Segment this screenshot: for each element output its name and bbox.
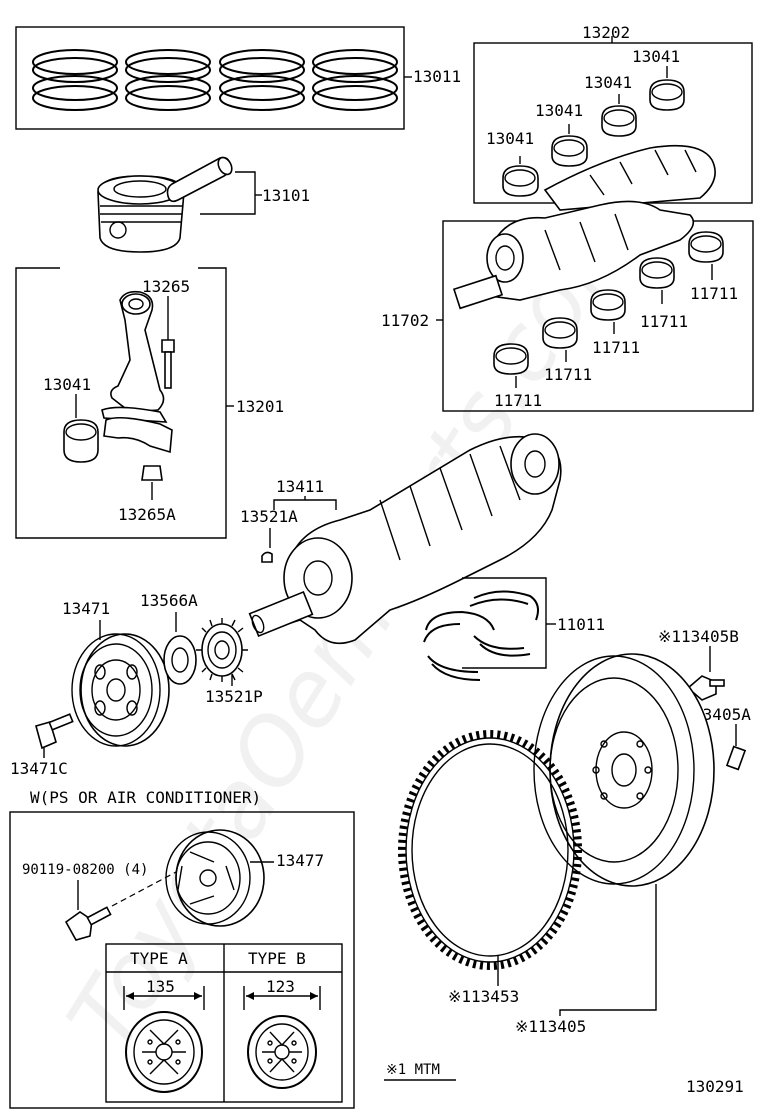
main-bearing-1: 11711: [493, 343, 542, 410]
label-11011: 11011: [557, 615, 605, 634]
label-13041-e: 13041: [43, 375, 91, 394]
diagram-id: 130291: [686, 1077, 744, 1096]
type-a-pulley: [125, 1011, 203, 1093]
piston-rings[interactable]: 13011: [15, 26, 461, 130]
label-13011: 13011: [413, 67, 461, 86]
flywheel-bolt[interactable]: ※113405B: [658, 627, 739, 701]
label-13041-d: 13041: [632, 47, 680, 66]
conrod-bearing-4: 13041: [632, 47, 685, 111]
label-11711-a: 11711: [494, 391, 542, 410]
label-13471: 13471: [62, 599, 110, 618]
ring-set-3: [219, 49, 305, 111]
type-a-dimension-value: 135: [146, 977, 175, 996]
label-113405B: ※113405B: [658, 627, 739, 646]
label-11702: 11702: [381, 311, 429, 330]
label-13202: 13202: [582, 23, 630, 42]
piston-pin[interactable]: 13101: [166, 155, 311, 215]
footnote: ※1 MTM: [386, 1062, 440, 1078]
main-bearing-4: 11711: [639, 257, 688, 331]
label-13201: 13201: [236, 397, 284, 416]
label-13477: 13477: [276, 851, 324, 870]
footer: ※1 MTM 130291: [384, 1062, 744, 1096]
alt-bolt[interactable]: 90119-08200 (4): [22, 862, 177, 941]
type-b-label: TYPE B: [248, 949, 306, 968]
ring-set-1: [32, 49, 118, 111]
label-13041-c: 13041: [584, 73, 632, 92]
label-11711-e: 11711: [690, 284, 738, 303]
conrod-bearing-2: 13041: [535, 101, 588, 167]
timing-gear[interactable]: 13521P: [196, 618, 263, 706]
type-a-dimension: 135: [123, 977, 205, 1010]
conrod-assy[interactable]: 13201 13265 13041 13265A: [15, 267, 284, 539]
inset-panel: W(PS OR AIR CONDITIONER) 13477 90119-082…: [9, 788, 355, 1109]
piston[interactable]: [97, 175, 185, 253]
main-bearing-2: 11711: [542, 317, 592, 384]
label-13521P: 13521P: [205, 687, 263, 706]
crank-bearing-set[interactable]: 11702 11711 11711 11711 117: [381, 200, 754, 412]
type-a-label: TYPE A: [130, 949, 188, 968]
type-b-dimension-value: 123: [266, 977, 295, 996]
pulley-bolt[interactable]: 13471C: [10, 713, 74, 778]
type-b-pulley: [247, 1015, 317, 1089]
crank-pulley[interactable]: 13471: [62, 599, 170, 747]
ring-set-2: [125, 49, 211, 111]
label-13041-a: 13041: [486, 129, 534, 148]
label-13411: 13411: [276, 477, 324, 496]
label-90119: 90119-08200 (4): [22, 862, 148, 878]
oil-deflector[interactable]: 13566A: [140, 591, 198, 685]
crankshaft[interactable]: 13411 13521A: [240, 433, 562, 645]
label-13471C: 13471C: [10, 759, 68, 778]
conrod-bearing-1: 13041: [486, 129, 539, 197]
label-113453: ※113453: [448, 987, 519, 1006]
piston-rings-frame: [15, 26, 405, 130]
label-13265A: 13265A: [118, 505, 176, 524]
ring-gear[interactable]: ※113453: [398, 730, 582, 1006]
conrod-bearing-3: 13041: [584, 73, 637, 137]
thrust-washers[interactable]: 11011: [423, 577, 605, 681]
ring-set-4: [312, 49, 398, 111]
label-13521A: 13521A: [240, 507, 298, 526]
label-13041-b: 13041: [535, 101, 583, 120]
label-13265: 13265: [142, 277, 190, 296]
flywheel[interactable]: ※113405: [515, 653, 715, 1036]
alt-pulley[interactable]: 13477: [165, 829, 324, 927]
label-11711-d: 11711: [640, 312, 688, 331]
main-bearing-3: 11711: [590, 289, 640, 357]
label-13101: 13101: [262, 186, 310, 205]
main-bearing-5: 11711: [688, 231, 738, 303]
label-13566A: 13566A: [140, 591, 198, 610]
conrod-bearing-set[interactable]: 13202 13041 13041 13041 13041: [473, 23, 753, 211]
label-11711-b: 11711: [544, 365, 592, 384]
label-113405: ※113405: [515, 1017, 586, 1036]
type-b-dimension: 123: [243, 977, 321, 1010]
label-11711-c: 11711: [592, 338, 640, 357]
inset-caption: W(PS OR AIR CONDITIONER): [30, 788, 261, 807]
